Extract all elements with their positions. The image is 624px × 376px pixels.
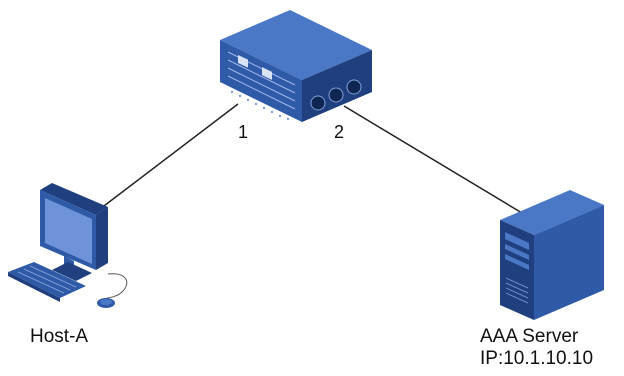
network-switch-icon xyxy=(220,10,372,122)
link-switch-server xyxy=(343,105,523,214)
port-2-label: 2 xyxy=(334,122,345,142)
tower-server-icon xyxy=(500,190,604,320)
link-switch-host xyxy=(91,103,239,216)
desktop-computer-icon xyxy=(8,183,128,308)
aaa-server-ip-label: IP:10.1.10.10 xyxy=(480,348,594,369)
aaa-server-label: AAA Server xyxy=(480,326,579,347)
port-1-label: 1 xyxy=(238,122,249,142)
host-a-label: Host-A xyxy=(30,326,89,347)
